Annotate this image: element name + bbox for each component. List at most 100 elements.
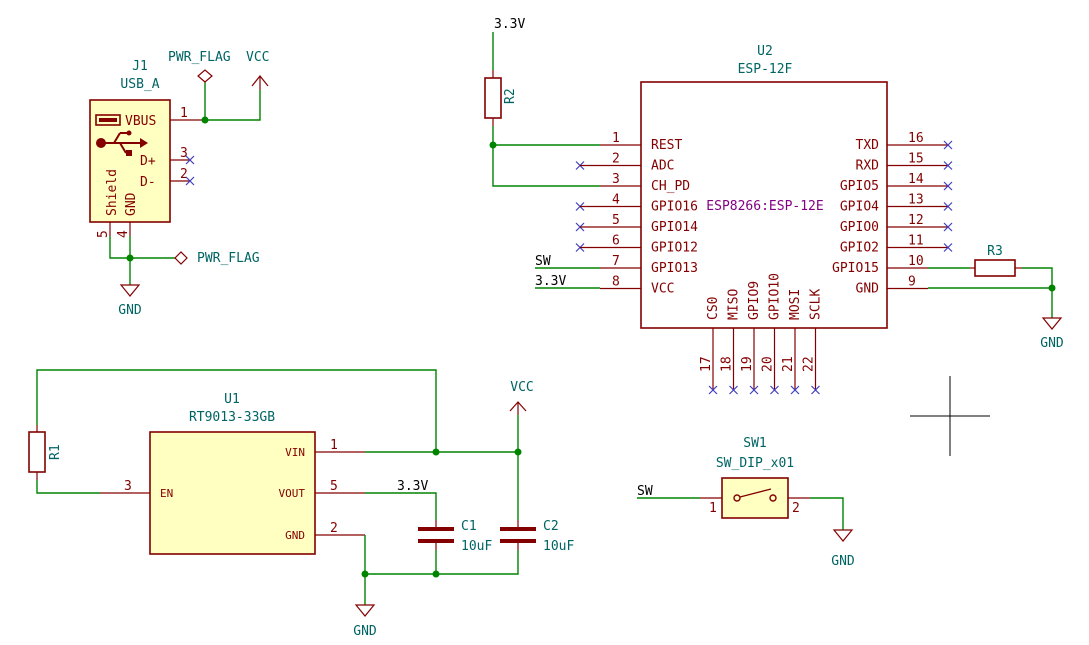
- no-connect-u2-pin-15: [943, 161, 953, 170]
- junction-vin-r1: [432, 448, 440, 456]
- u2-pin-15-name: RXD: [856, 159, 880, 174]
- junction-vbus: [201, 116, 209, 124]
- c2-ref: C2: [543, 519, 559, 534]
- no-connect-u2-pin-20: [770, 385, 779, 395]
- u2-pin-6-name: GPIO12: [651, 241, 698, 256]
- junction-j1-gnd: [126, 254, 134, 262]
- j1-pin-dp-name: D+: [140, 154, 156, 169]
- u2-pin-6-num: 6: [612, 234, 620, 249]
- u2-pin-5-num: 5: [612, 213, 620, 228]
- r3-ref: R3: [987, 244, 1003, 259]
- pwr-flag-top-label: PWR_FLAG: [168, 50, 231, 65]
- u2-pin-16-num: 16: [908, 131, 924, 146]
- net-label-sw-switch: SW: [637, 484, 653, 499]
- usb-trident-icon: [96, 130, 148, 156]
- j1-pin-dm-name: D-: [140, 175, 156, 190]
- wire-r1-en: [36, 480, 100, 494]
- no-connect-u2-pin-11: [943, 243, 953, 252]
- wire-gnd-flag: [109, 236, 175, 259]
- u2-pin-12-name: GPIO0: [840, 220, 879, 235]
- net-label-33v-top: 3.3V: [494, 17, 525, 32]
- sw1-pin2-num: 2: [792, 501, 800, 516]
- u2-pin-10-num: 10: [908, 254, 924, 269]
- u2-pin-21-name: MOSI: [788, 289, 803, 320]
- j1-pin-dm-num: 2: [180, 167, 188, 182]
- j1-pin-vbus-name: VBUS: [125, 114, 156, 129]
- u2-pin-15-num: 15: [908, 152, 924, 167]
- gnd-label-sw1: GND: [831, 554, 855, 569]
- wire-vout-c1: [365, 492, 437, 520]
- u2-pin-3-num: 3: [612, 172, 620, 187]
- junction-c1-gnd: [432, 570, 440, 578]
- c1-capacitor: C1 10uF: [418, 519, 492, 554]
- wire-r2-chpd: [492, 145, 600, 187]
- u1-pin-vout-num: 5: [330, 479, 338, 494]
- u2-pin-8-num: 8: [612, 275, 620, 290]
- gnd-label-u1: GND: [353, 624, 377, 639]
- u2-pin-13-num: 13: [908, 193, 924, 208]
- j1-ref: J1: [132, 59, 148, 74]
- c1-value: 10uF: [461, 539, 492, 554]
- no-connect-u2-pin-13: [943, 202, 953, 211]
- j1-pin-shield-num: 5: [96, 230, 111, 238]
- u2-pin-4-name: GPIO16: [651, 200, 698, 215]
- gnd-symbol-j1: GND: [118, 284, 142, 318]
- u2-pin-18-num: 18: [720, 356, 735, 372]
- no-connect-u2-pin-19: [749, 385, 759, 395]
- j1-usb-connector: J1 USB_A VBUS D+ D- Shield GND 1 3 2 5 4: [89, 59, 205, 238]
- sw1-dip-switch: SW1 SW_DIP_x01 1 2: [700, 436, 810, 519]
- u2-pin-22-name: SCLK: [809, 289, 824, 320]
- u2-footprint: ESP8266:ESP-12E: [706, 199, 823, 214]
- u1-pin-en-name: EN: [160, 487, 173, 500]
- wire-vbus-vcc: [205, 90, 261, 121]
- no-connect-u2-pin-22: [811, 385, 820, 395]
- gnd-symbol-u2: GND: [1040, 317, 1064, 351]
- u2-pin-22-num: 22: [802, 356, 817, 372]
- no-connect-u2-pin-16: [943, 140, 953, 150]
- u2-pin-7-name: GPIO13: [651, 261, 698, 276]
- j1-pin-dp-num: 3: [180, 146, 188, 161]
- u2-pin-10-name: GPIO15: [832, 261, 879, 276]
- u1-pin-gnd-num: 2: [330, 521, 338, 536]
- r2-resistor: 3.3V R2: [484, 17, 525, 126]
- vcc-label-u1: VCC: [510, 380, 533, 395]
- u2-pin-12-num: 12: [908, 213, 924, 228]
- pwr-flag-top: PWR_FLAG: [168, 50, 231, 83]
- u2-pin-16-name: TXD: [856, 138, 880, 153]
- r2-body: [484, 77, 502, 119]
- u2-pin-13-name: GPIO4: [840, 200, 879, 215]
- no-connect-u2-pin-12: [943, 222, 953, 232]
- gnd-label-j1: GND: [118, 303, 142, 318]
- u2-pin-14-name: GPIO5: [840, 179, 879, 194]
- vcc-symbol-u1: VCC: [509, 380, 534, 415]
- no-connect-dp: [185, 155, 195, 165]
- u2-pin-17-num: 17: [699, 356, 714, 372]
- r2-ref: R2: [503, 88, 518, 104]
- pwr-flag-bottom: PWR_FLAG: [174, 251, 260, 266]
- u1-value: RT9013-33GB: [189, 410, 275, 425]
- u2-pin-19-num: 19: [740, 356, 755, 372]
- sw1-value: SW_DIP_x01: [716, 456, 794, 471]
- sw1-body: [721, 477, 789, 519]
- r3-body: [974, 259, 1016, 277]
- j1-pin-vbus-num: 1: [180, 106, 188, 121]
- u1-pin-en-num: 3: [124, 479, 132, 494]
- wire-r2-rest: [492, 126, 600, 146]
- sw1-pin1-num: 1: [709, 501, 717, 516]
- u2-pin-8-name: VCC: [651, 282, 674, 297]
- u2-pin-7-num: 7: [612, 254, 620, 269]
- u2-pin-1-num: 1: [612, 131, 620, 146]
- u1-pin-vin-name: VIN: [285, 446, 305, 459]
- u2-pin-11-name: GPIO2: [840, 241, 879, 256]
- junction-r2: [489, 141, 497, 149]
- usb-plug-icon: [95, 114, 121, 126]
- u2-pin-17-name: CS0: [706, 297, 721, 320]
- net-label-33v-vout: 3.3V: [397, 479, 428, 494]
- crosshair-cursor-icon: [910, 376, 990, 456]
- u1-ref: U1: [224, 392, 240, 407]
- u2-pin-14-num: 14: [908, 172, 924, 187]
